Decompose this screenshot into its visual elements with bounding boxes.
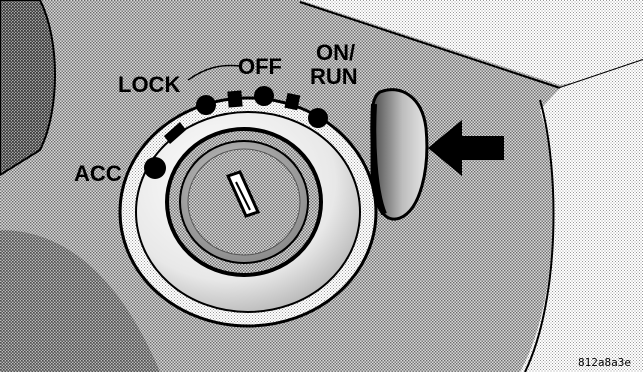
label-lock: LOCK [118,72,180,97]
lock-dot [196,95,216,115]
label-acc: ACC [74,161,122,186]
on-run-dot [308,108,328,128]
figure-code: 812a8a3e [578,356,631,369]
label-on: ON/ [316,40,355,65]
acc-dot [144,157,166,179]
label-run: RUN [310,64,358,89]
label-off: OFF [238,54,282,79]
off-dot [254,86,274,106]
dash-lock-off [227,90,242,107]
